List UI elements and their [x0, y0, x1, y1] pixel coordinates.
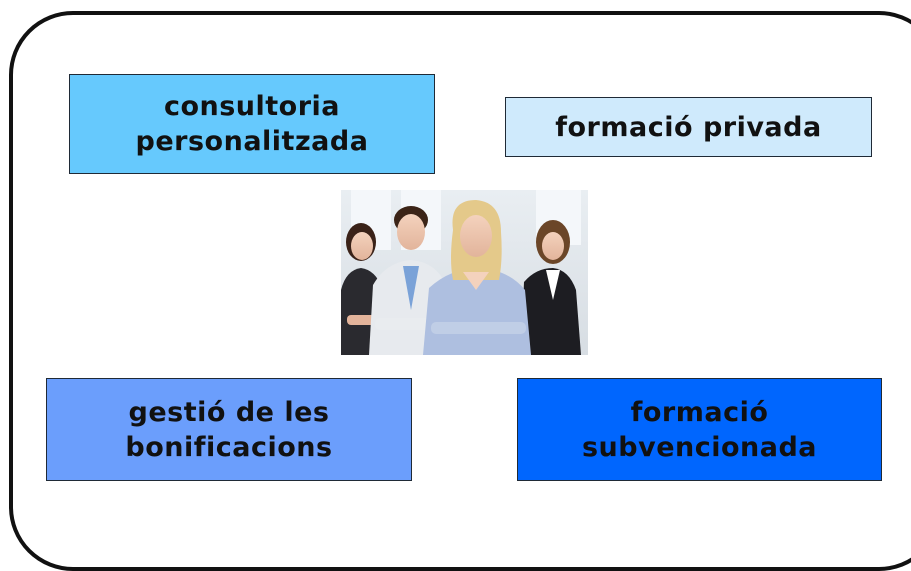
box-label-line1: consultoria [163, 91, 341, 122]
box-label-line1: formació [630, 396, 769, 428]
box-gestio-bonificacions: gestió de les bonificacions [46, 378, 412, 481]
box-formacio-privada: formació privada [505, 97, 872, 157]
box-label-line1: gestió de les [128, 396, 330, 428]
box-label-line2: bonificacions [125, 431, 333, 463]
box-label-line1: formació privada [555, 111, 822, 143]
box-label-line2: personalitzada [135, 126, 369, 157]
box-consultoria-personalitzada: consultoria personalitzada [69, 74, 435, 174]
box-label-line2: subvencionada [581, 431, 818, 463]
box-formacio-subvencionada: formació subvencionada [517, 378, 882, 481]
business-team-photo [341, 190, 588, 355]
business-team-icon [341, 190, 588, 355]
